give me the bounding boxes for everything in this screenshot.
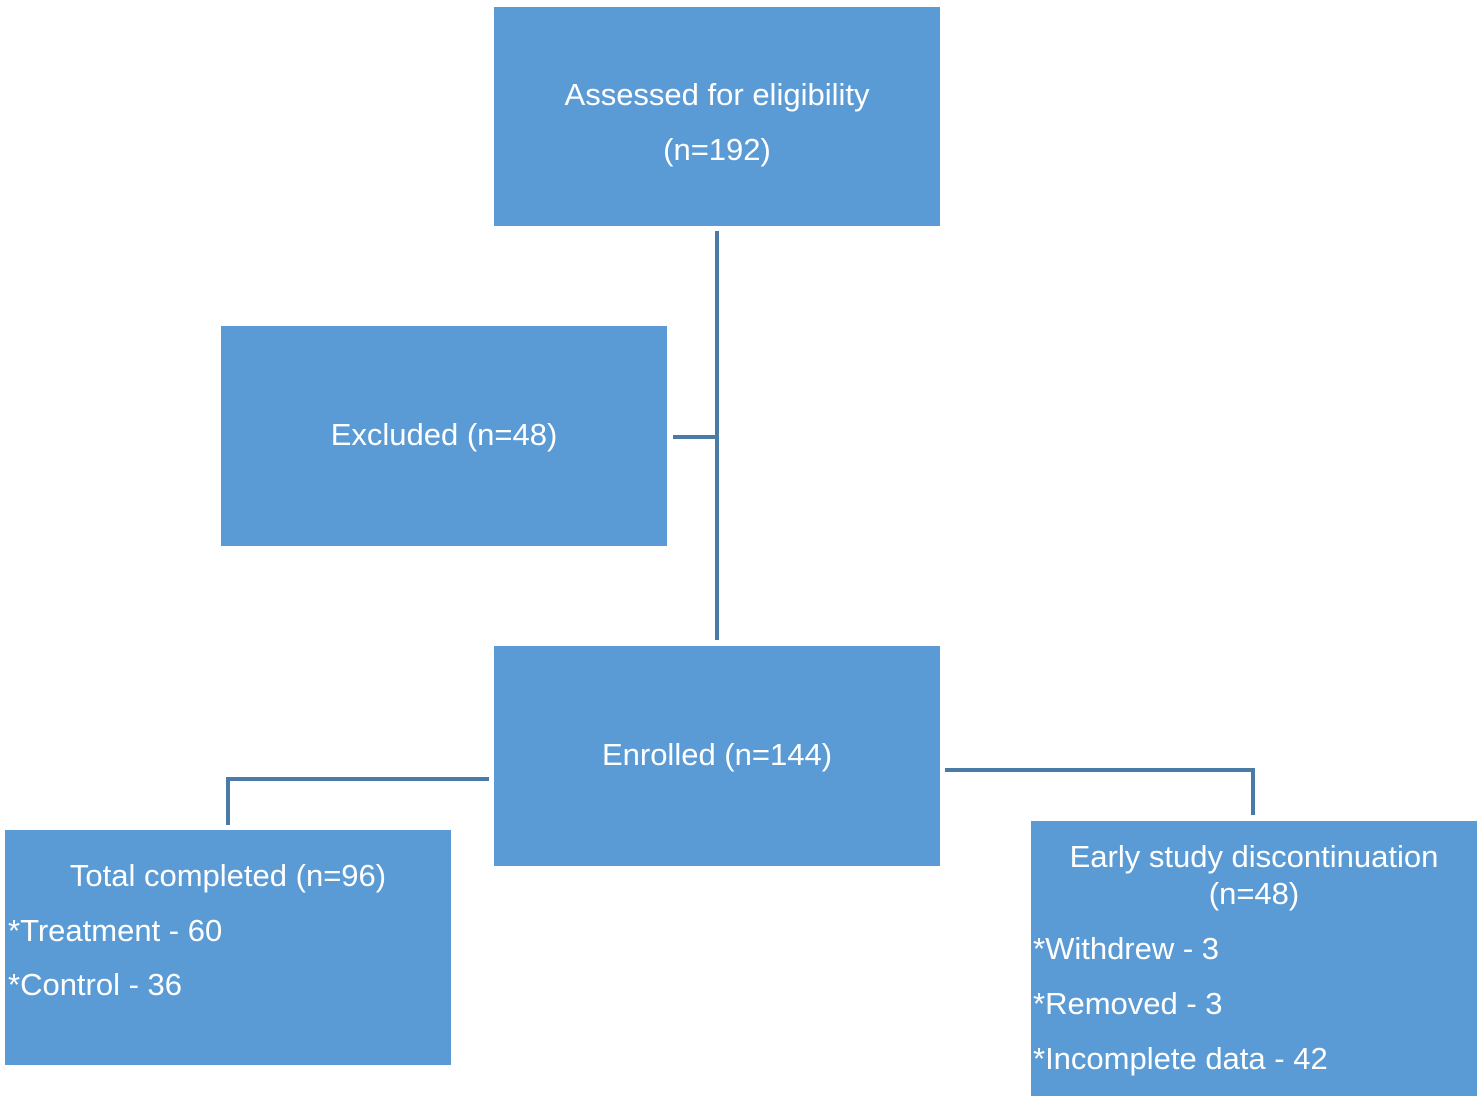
assessed-for-eligibility-box: Assessed for eligibility (n=192) — [494, 7, 940, 226]
early-discontinuation-box: Early study discontinuation (n=48) *With… — [1031, 821, 1477, 1096]
connector-enrolled-to-discontinued — [945, 768, 1255, 815]
discontinued-item-withdrew: *Withdrew - 3 — [1033, 931, 1220, 966]
discontinued-item-incomplete: *Incomplete data - 42 — [1033, 1041, 1328, 1076]
completed-item-control: *Control - 36 — [8, 967, 183, 1002]
completed-title: Total completed (n=96) — [69, 858, 387, 893]
discontinued-count: (n=48) — [1208, 876, 1300, 911]
excluded-title: Excluded (n=48) — [330, 417, 558, 452]
enrolled-box: Enrolled (n=144) — [494, 646, 940, 866]
completed-item-treatment: *Treatment - 60 — [8, 913, 223, 948]
excluded-box: Excluded (n=48) — [221, 326, 667, 546]
discontinued-item-removed: *Removed - 3 — [1033, 986, 1223, 1021]
assessed-count: (n=192) — [663, 132, 771, 167]
connector-enrolled-to-completed — [226, 777, 489, 825]
total-completed-box: Total completed (n=96) *Treatment - 60 *… — [5, 830, 451, 1065]
assessed-title: Assessed for eligibility — [564, 77, 870, 112]
discontinued-title: Early study discontinuation — [1069, 839, 1439, 874]
enrolled-title: Enrolled (n=144) — [601, 737, 833, 772]
